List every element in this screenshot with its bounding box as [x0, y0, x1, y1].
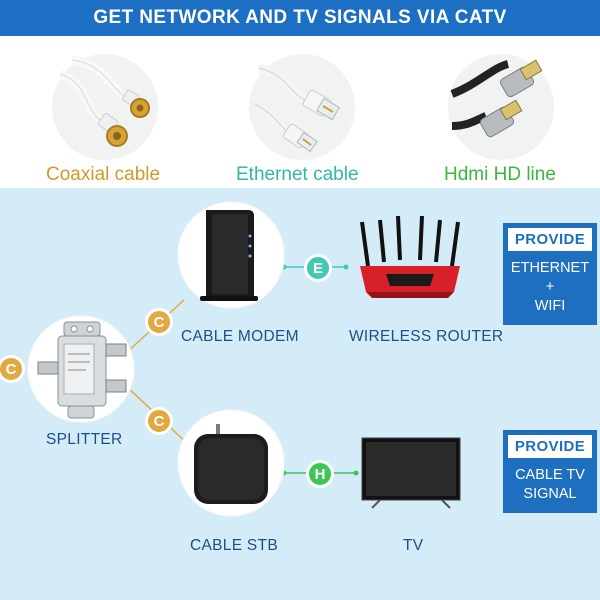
ethernet-badge: E	[304, 254, 332, 282]
wireless-router-label: WIRELESS ROUTER	[349, 328, 504, 345]
tv-icon	[361, 437, 461, 509]
hdmi-cable-icon	[450, 59, 543, 138]
cable-modem-label: CABLE MODEM	[181, 328, 299, 345]
coaxial-cable-label: Coaxial cable	[46, 164, 161, 185]
cable-modem-node	[178, 202, 284, 308]
coaxial-badge-modem: C	[145, 308, 173, 336]
cable-stb-label: CABLE STB	[190, 537, 278, 554]
wireless-router-icon	[360, 215, 460, 298]
ethernet-cable-image	[249, 54, 355, 160]
tv-label: TV	[403, 537, 424, 554]
connection-diagram: SPLITTER CABLE MODEM WIRELESS ROUTER	[0, 188, 600, 600]
coaxial-badge-splitter: C	[0, 355, 25, 383]
coaxial-cable-icon	[58, 55, 150, 147]
cable-types-section: Coaxial cable Ethernet cable Hdmi HD lin…	[0, 36, 600, 188]
coaxial-cable-image	[52, 54, 158, 160]
provide-line: ETHERNET	[510, 260, 590, 276]
splitter-icon	[37, 321, 127, 419]
coaxial-badge-stb: C	[145, 407, 173, 435]
provide-heading: PROVIDE	[508, 435, 592, 458]
hdmi-cable-image	[448, 54, 554, 160]
provide-body: ETHERNET + WIFI	[504, 255, 596, 324]
provide-box-network: PROVIDE ETHERNET + WIFI	[503, 223, 597, 325]
ethernet-cable-label: Ethernet cable	[236, 164, 359, 185]
ethernet-cable-icon	[252, 63, 340, 153]
splitter-node	[28, 316, 134, 422]
provide-line: SIGNAL	[523, 486, 577, 502]
provide-line: +	[545, 279, 555, 295]
provide-heading: PROVIDE	[508, 228, 592, 251]
hdmi-badge: H	[306, 460, 334, 488]
provide-box-tv: PROVIDE CABLE TV SIGNAL	[503, 430, 597, 513]
page-title: GET NETWORK AND TV SIGNALS VIA CATV	[0, 0, 600, 36]
splitter-label: SPLITTER	[46, 431, 123, 448]
provide-body: CABLE TV SIGNAL	[504, 462, 596, 512]
hdmi-cable-label: Hdmi HD line	[444, 164, 556, 185]
provide-line: WIFI	[534, 298, 566, 314]
tv-node	[358, 432, 464, 522]
cable-stb-node	[178, 410, 284, 516]
cable-modem-icon	[200, 210, 258, 301]
wireless-router-node	[350, 202, 470, 322]
cable-stb-icon	[194, 424, 268, 504]
provide-line: CABLE TV	[515, 467, 585, 483]
